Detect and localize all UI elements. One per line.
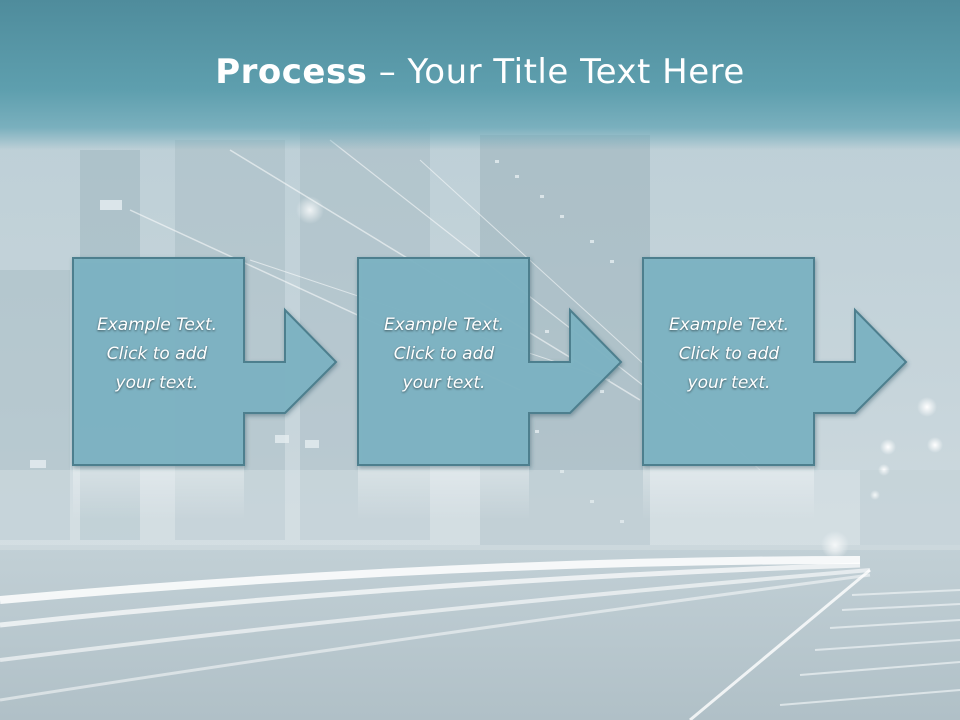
- step-2-line-3: your text.: [402, 373, 486, 393]
- process-step-1-reflection: [73, 466, 244, 520]
- process-step-3-reflection: [643, 466, 814, 520]
- process-step-2-arrow-box: [357, 257, 623, 466]
- step-1-line-3: your text.: [115, 373, 199, 393]
- step-2-line-2: Click to add: [393, 344, 495, 364]
- title-rest: – Your Title Text Here: [367, 52, 745, 92]
- step-1-line-1: Example Text.: [96, 315, 218, 335]
- process-step-2-shape[interactable]: [357, 257, 623, 520]
- step-3-line-1: Example Text.: [668, 315, 790, 335]
- step-1-line-2: Click to add: [106, 344, 208, 364]
- process-step-3-text[interactable]: Example Text. Click to add your text.: [644, 311, 814, 398]
- process-step-2-text[interactable]: Example Text. Click to add your text.: [359, 311, 529, 398]
- process-step-3-arrow-box: [642, 257, 908, 466]
- process-step-3-shape[interactable]: [642, 257, 908, 520]
- process-step-2-reflection: [358, 466, 529, 520]
- title-bar: Process – Your Title Text Here: [0, 0, 960, 150]
- process-step-1-shape[interactable]: [72, 257, 338, 520]
- process-step-1-arrow-box: [72, 257, 338, 466]
- process-step-1-text[interactable]: Example Text. Click to add your text.: [72, 311, 242, 398]
- slide-title[interactable]: Process – Your Title Text Here: [0, 52, 960, 92]
- step-3-line-3: your text.: [687, 373, 771, 393]
- step-3-line-2: Click to add: [678, 344, 780, 364]
- step-2-line-1: Example Text.: [383, 315, 505, 335]
- title-bold-word: Process: [215, 52, 368, 92]
